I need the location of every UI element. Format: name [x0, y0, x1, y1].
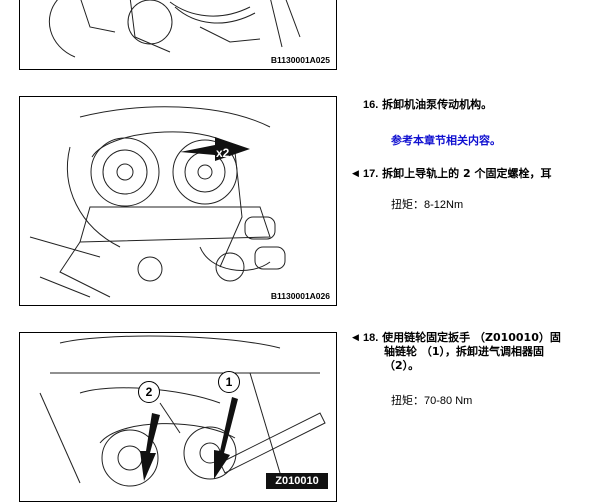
step-16: 16. 拆卸机油泵传动机构。: [363, 98, 492, 112]
step-number: 17.: [363, 168, 379, 180]
quantity-badge: x2: [216, 146, 230, 160]
torque-label: 扭矩：: [391, 198, 424, 211]
step-17-torque: 扭矩：8-12Nm: [391, 196, 463, 212]
figure-sprocket-tool: 2 1 Z010010: [19, 332, 337, 502]
figure-engine-top: B1130001A025: [19, 0, 337, 70]
step-18: 18. 使用链轮固定扳手 （Z010010）固: [363, 331, 561, 345]
callout-1: 1: [218, 371, 240, 393]
step-text: 拆卸上导轨上的 2 个固定螺栓，耳: [382, 167, 552, 180]
step-17: 17. 拆卸上导轨上的 2 个固定螺栓，耳: [363, 167, 551, 181]
callout-2: 2: [138, 381, 160, 403]
torque-value: 70-80 Nm: [424, 395, 473, 407]
step-text-line1: 使用链轮固定扳手 （Z010010）固: [382, 331, 561, 344]
step-number: 16.: [363, 99, 379, 111]
engine-drawing-3: [39, 335, 326, 487]
figure-code: B1130001A026: [270, 291, 330, 301]
tool-label: Z010010: [266, 473, 328, 489]
figure-timing-chain: x2 B1130001A026: [19, 96, 337, 306]
step-number: 18.: [363, 332, 379, 344]
step-18-torque: 扭矩：70-80 Nm: [391, 392, 472, 408]
step-18-line3: （2）。: [384, 359, 420, 372]
step-18-line2: 轴链轮 （1），拆卸进气调相器固: [384, 345, 544, 358]
step-marker-icon: ◀: [352, 169, 359, 179]
engine-drawing-1: [48, 0, 301, 58]
step-marker-icon: ◀: [352, 333, 359, 343]
figure-code: B1130001A025: [270, 55, 330, 65]
torque-label: 扭矩：: [391, 394, 424, 407]
engine-drawing-2: [29, 106, 286, 298]
torque-value: 8-12Nm: [424, 199, 464, 211]
step-text: 拆卸机油泵传动机构。: [382, 98, 493, 111]
step-16-reference: 参考本章节相关内容。: [391, 134, 501, 147]
